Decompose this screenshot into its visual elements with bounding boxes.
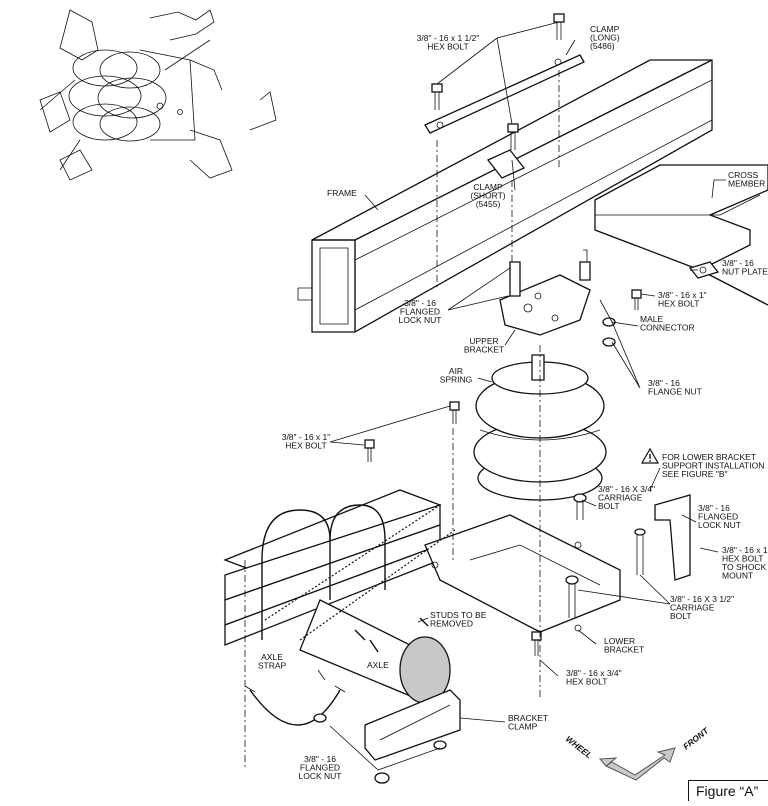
hex-bolt-top-left [431, 83, 443, 110]
figure-label-box: Figure “A” [688, 780, 768, 801]
label-hex-bolt-1-1-2: 3/8" - 16 x 1 1/2"HEX BOLT [417, 33, 480, 52]
hex-bolt-top-right [553, 13, 565, 40]
direction-arrows [598, 747, 676, 781]
hex-bolt-bottom [531, 631, 542, 656]
bottom-lock-nuts [313, 713, 447, 784]
label-hex-bolt-1-left: 3/8" - 16 x 1"HEX BOLT [282, 432, 331, 451]
leader-lines [317, 21, 726, 771]
clamp-long [424, 54, 585, 134]
warning-icon [640, 447, 660, 464]
axle [299, 599, 451, 704]
label-axle: AXLE [367, 660, 389, 670]
bracket-clamp [364, 689, 461, 761]
lower-bracket [424, 494, 691, 633]
male-connector [579, 249, 591, 281]
u-bolts [261, 504, 386, 640]
label-wheel: WHEEL [564, 734, 594, 761]
thumbnail-assembly-view [39, 9, 277, 181]
flange-nuts [602, 317, 616, 347]
axle-strap [244, 685, 346, 726]
figure-label: Figure “A” [696, 783, 759, 799]
studs [354, 617, 429, 653]
label-clamp-long: CLAMP(LONG)(5486) [590, 24, 620, 51]
nut-plate [688, 261, 720, 279]
upper-bracket [499, 261, 591, 336]
hex-bolt-left [364, 401, 460, 462]
leaf-spring [223, 489, 442, 646]
label-hex-bolt-3-4: 3/8" - 16 x 3/4"HEX BOLT [566, 668, 622, 687]
clamp-short [486, 123, 526, 179]
label-layer: 3/8" - 16 x 1 1/2"HEX BOLT CLAMP(LONG)(54… [258, 24, 768, 781]
label-front: FRONT [681, 725, 711, 751]
label-frame: FRAME [327, 188, 357, 198]
cross-member [594, 164, 768, 306]
label-clamp-short: CLAMP(SHORT)(5455) [470, 182, 505, 209]
label-hex-bolt-1-top: 3/8" - 16 x 1"HEX BOLT [658, 290, 707, 309]
carriage-bolts [565, 493, 646, 618]
hex-bolt-right [631, 289, 642, 310]
